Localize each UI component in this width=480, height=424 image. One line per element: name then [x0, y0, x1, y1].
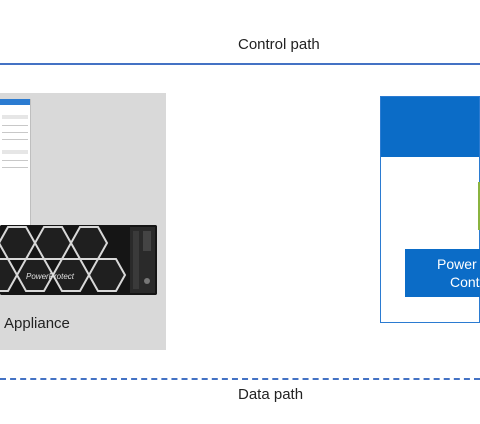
- right-box-header: [381, 97, 479, 157]
- tile-line-2: Cont: [450, 274, 480, 290]
- powerprotect-logo: PowerProtect: [26, 272, 75, 281]
- ui-screenshot-thumbnail: [0, 99, 31, 239]
- appliance-hardware-image: PowerProtect: [0, 225, 157, 295]
- data-path-label: Data path: [238, 386, 304, 403]
- right-component-box: Power Cont: [380, 96, 480, 323]
- tile-line-1: Power: [437, 256, 477, 272]
- appliance-panel: PowerProtect Appliance: [0, 93, 166, 350]
- control-path-label: Control path: [238, 36, 320, 53]
- control-path-line: [0, 63, 480, 65]
- appliance-label: Appliance: [4, 315, 70, 332]
- green-accent-mark: [478, 182, 480, 230]
- power-controller-tile: Power Cont: [405, 249, 480, 297]
- data-path-line: [0, 378, 480, 380]
